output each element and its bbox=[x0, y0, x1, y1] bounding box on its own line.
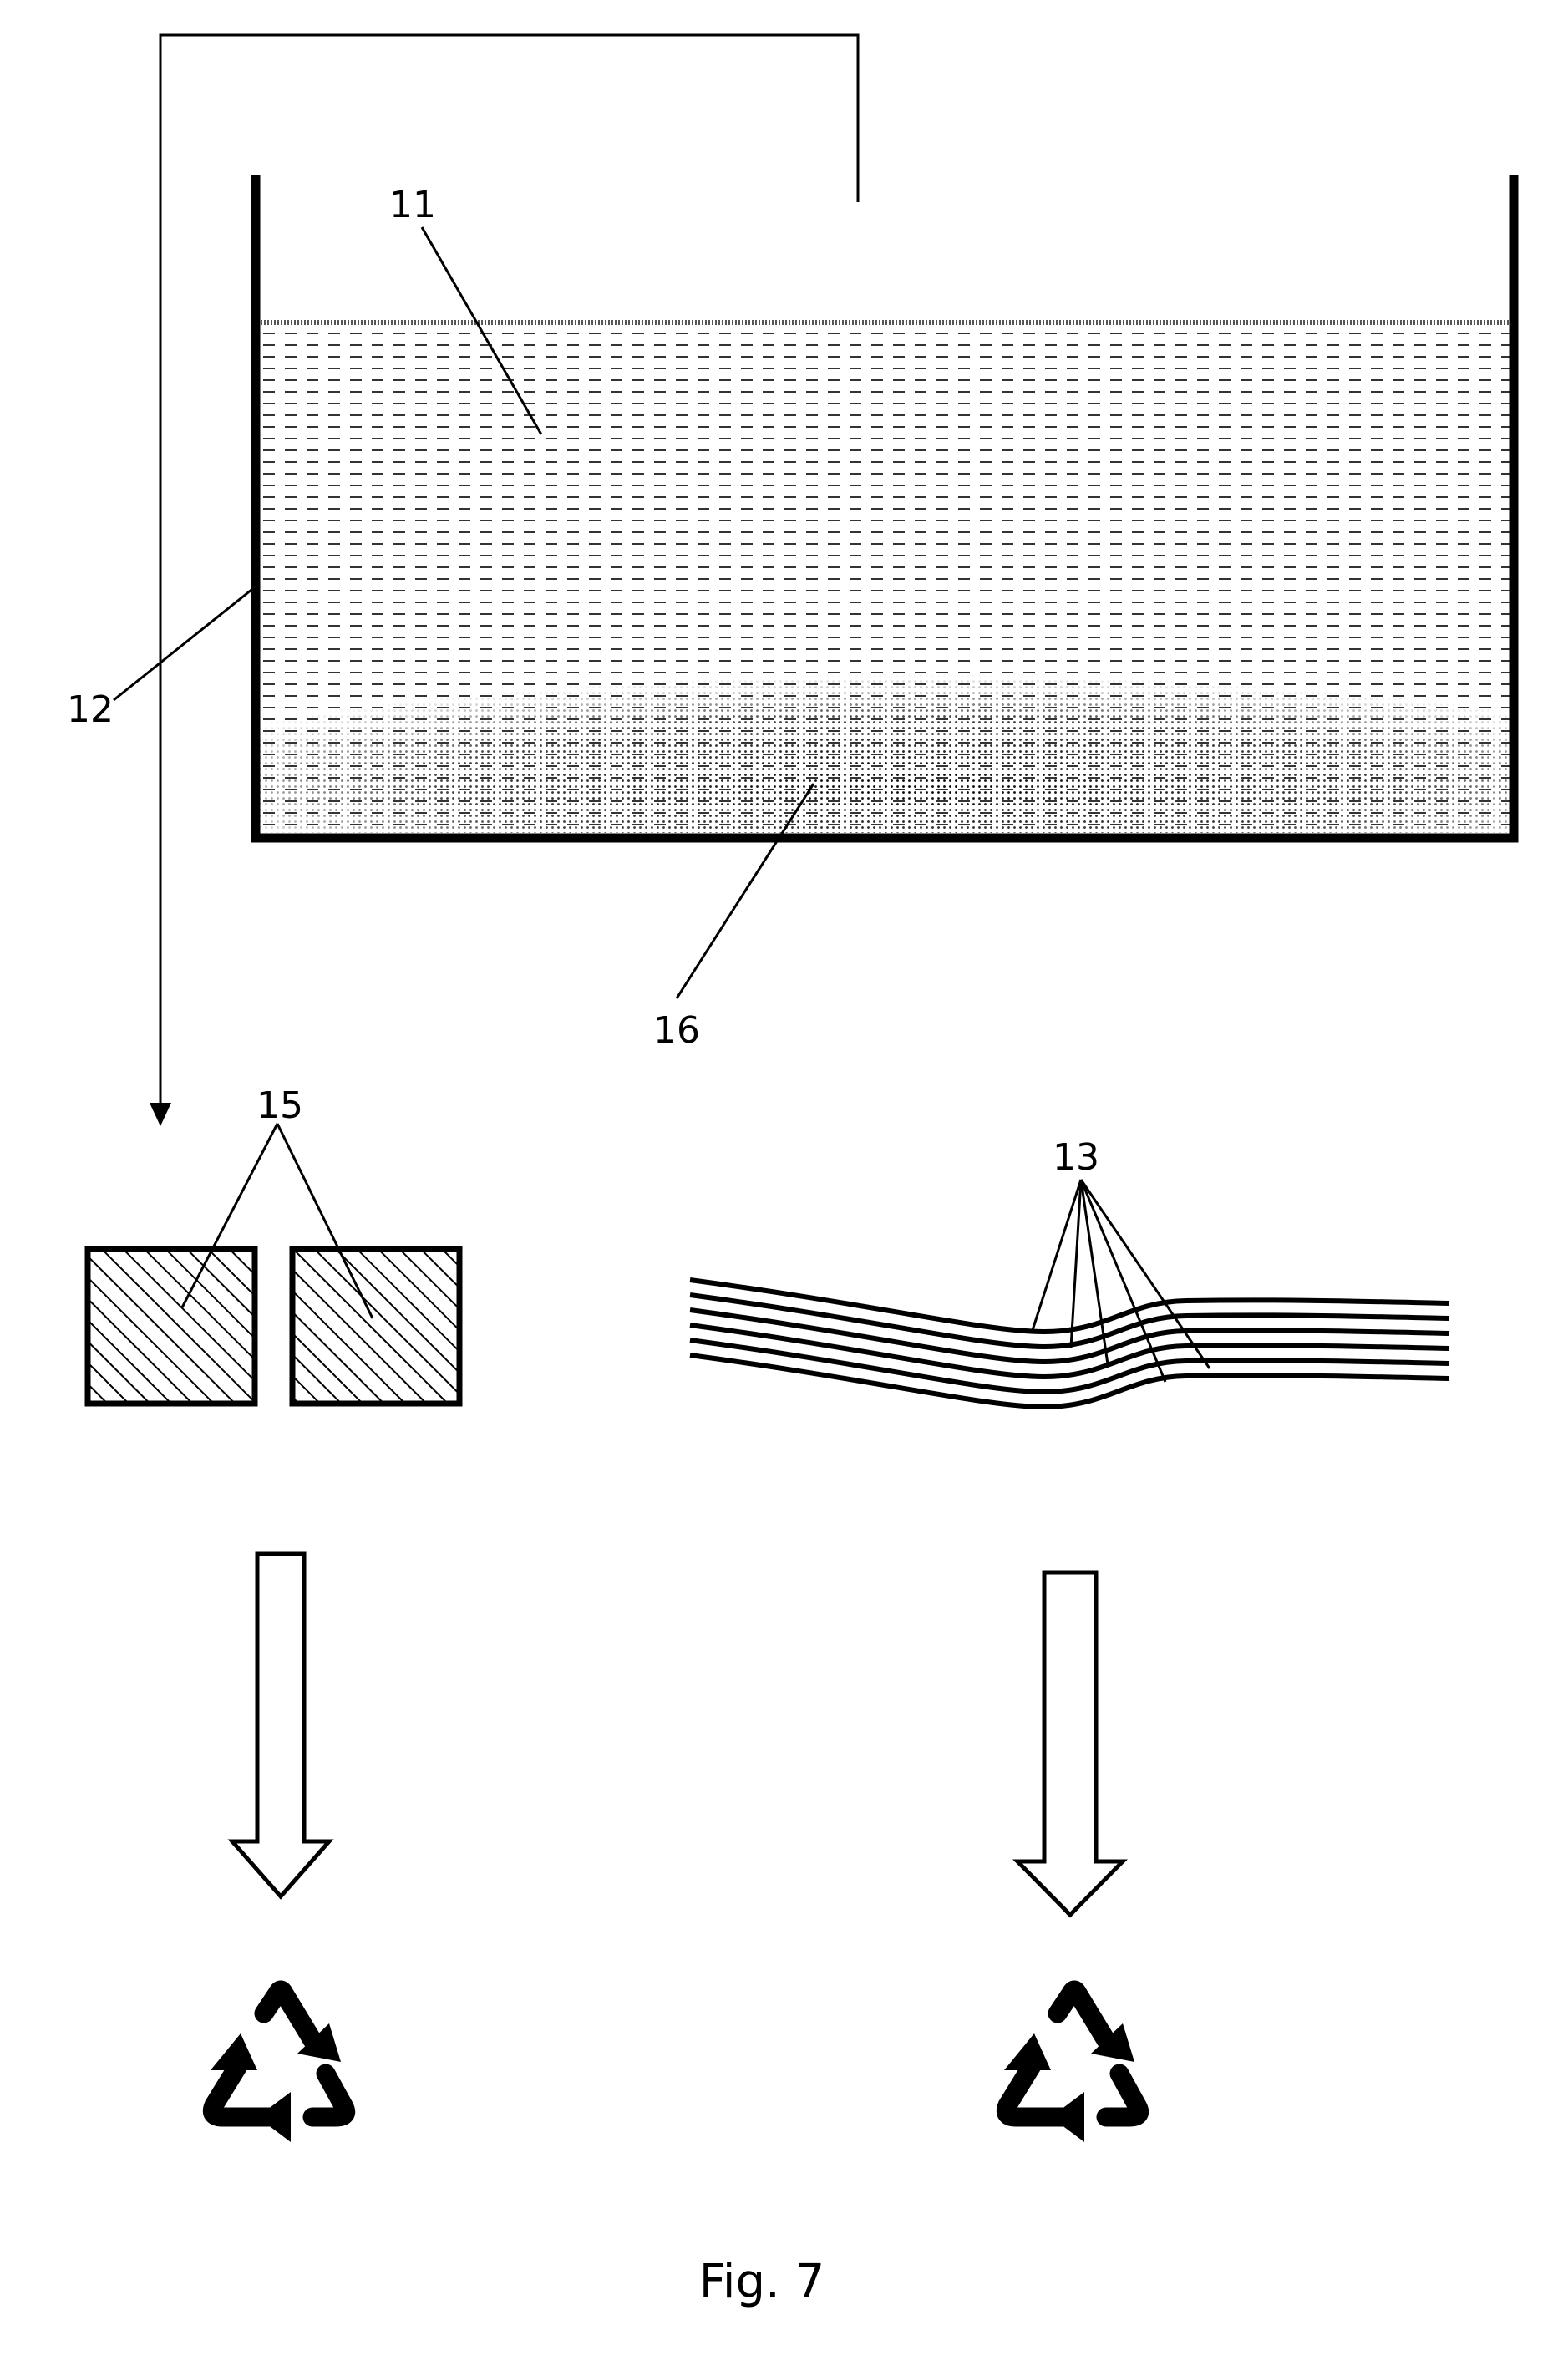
recycle-icon bbox=[202, 1980, 356, 2142]
label-11: 11 bbox=[389, 184, 436, 226]
label-16: 16 bbox=[653, 1009, 700, 1052]
label-12: 12 bbox=[67, 688, 114, 731]
reference-labels: 11 12 16 15 13 bbox=[67, 184, 1099, 1179]
fibre bbox=[689, 1292, 1450, 1350]
fibre bbox=[689, 1277, 1450, 1335]
fibre bbox=[689, 1338, 1450, 1395]
block-right bbox=[289, 1246, 463, 1407]
sediment-region bbox=[260, 652, 1513, 833]
fibre bbox=[689, 1307, 1450, 1365]
figure-caption: Fig. 7 bbox=[699, 2255, 825, 2309]
label-15: 15 bbox=[256, 1084, 303, 1127]
transfer-line bbox=[150, 33, 860, 1126]
tank bbox=[251, 175, 1519, 843]
tank-wall bbox=[251, 175, 1519, 843]
fibre bbox=[689, 1353, 1450, 1410]
blocks bbox=[84, 1246, 463, 1407]
leader-lines bbox=[113, 226, 1211, 1383]
block-left bbox=[84, 1246, 258, 1407]
fibre-bundle bbox=[689, 1277, 1450, 1410]
label-13: 13 bbox=[1053, 1136, 1099, 1179]
hollow-down-arrow-icon bbox=[1012, 1570, 1128, 1918]
recycle-icon bbox=[996, 1980, 1149, 2142]
hollow-down-arrow-icon bbox=[227, 1551, 334, 1900]
fibre bbox=[689, 1323, 1450, 1380]
